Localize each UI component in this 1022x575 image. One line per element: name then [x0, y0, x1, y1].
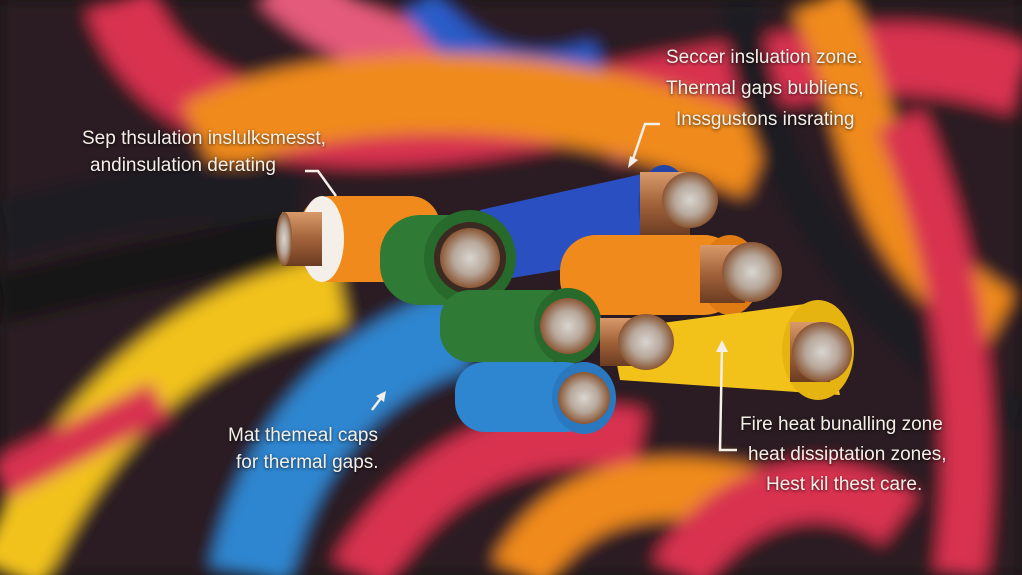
arrowhead-icon	[716, 340, 728, 352]
annotation-line: Mat themeal caps	[228, 425, 378, 446]
annotation-bottom-right: Fire heat bunalling zone heat dissiptati…	[740, 410, 947, 500]
annotation-line: Hest kil thest care.	[766, 474, 923, 495]
pointer-top-right	[630, 122, 660, 163]
annotation-line: Thermal gaps bubliens,	[666, 78, 864, 99]
arrowhead-icon	[376, 391, 386, 402]
pointer-top-left	[305, 169, 338, 197]
annotation-bottom-left: Mat themeal caps for thermal gaps.	[228, 422, 379, 476]
annotation-line: andinsulation derating	[90, 155, 276, 176]
pointer-bottom-right	[718, 345, 737, 452]
annotation-line: Seccer insluation zone.	[666, 47, 863, 68]
arrowhead-icon	[628, 156, 638, 168]
annotation-line: for thermal gaps.	[236, 452, 379, 473]
annotation-top-left: Sep thsulation inslulksmesst, andinsulat…	[82, 125, 326, 179]
annotation-line: Fire heat bunalling zone	[740, 414, 943, 435]
foreground-cables	[0, 165, 854, 434]
annotation-arrows	[305, 122, 737, 452]
annotation-line: Inssgustons insrating	[676, 109, 855, 130]
annotation-line: heat dissiptation zones,	[748, 444, 947, 465]
annotation-line: Sep thsulation inslulksmesst,	[82, 128, 326, 149]
annotation-top-right: Seccer insluation zone. Thermal gaps bub…	[666, 42, 864, 135]
